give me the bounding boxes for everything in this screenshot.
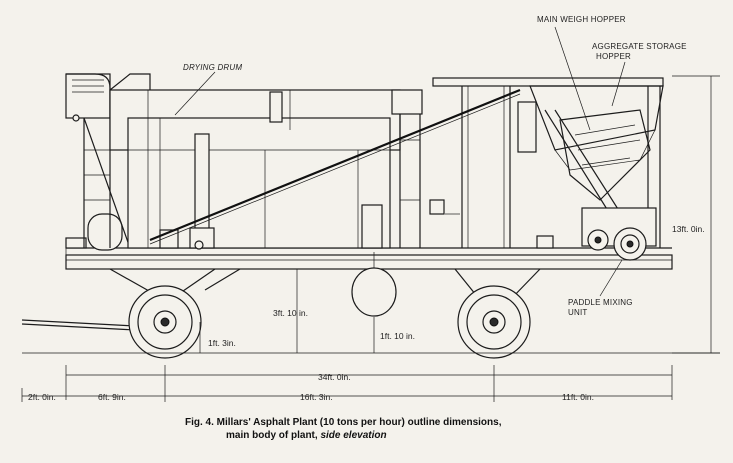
label-paddle-mixing-line1: PADDLE MIXING — [568, 298, 633, 307]
caption-line2: main body of plant, side elevation — [226, 430, 387, 441]
caption-line2-italic: side elevation — [320, 430, 386, 441]
label-main-weigh-hopper: MAIN WEIGH HOPPER — [537, 15, 626, 24]
label-paddle-mixing-line2: UNIT — [568, 308, 587, 317]
rear-wheel — [457, 285, 531, 359]
aggregate-storage-hopper — [517, 85, 664, 248]
dim-rear-section: 11ft. 0in. — [562, 392, 594, 402]
label-aggregate-storage-line2: HOPPER — [596, 52, 631, 61]
leader-lines — [174, 26, 626, 297]
dim-front-to-axle: 6ft. 9in. — [98, 392, 126, 402]
dim-height-overall: 13ft. 0in. — [672, 224, 705, 234]
label-drying-drum: DRYING DRUM — [183, 63, 242, 72]
dim-axle-clearance: 1ft. 10 in. — [380, 331, 415, 341]
elevator-section — [149, 77, 664, 249]
dim-overall-length: 34ft. 0in. — [318, 372, 351, 382]
caption-line1: Fig. 4. Millars' Asphalt Plant (10 tons … — [185, 417, 502, 428]
dimension-lines — [21, 75, 720, 402]
dim-front-overhang: 2ft. 0in. — [28, 392, 56, 402]
caption-line2-plain: main body of plant, — [226, 430, 320, 441]
dim-drum-clearance: 3ft. 10 in. — [273, 308, 308, 318]
label-aggregate-storage-line1: AGGREGATE STORAGE — [592, 42, 687, 51]
burner-fan-unit — [65, 73, 131, 251]
front-wheel — [128, 285, 202, 359]
water-tank — [351, 252, 397, 317]
dim-wheelbase: 16ft. 3in. — [300, 392, 333, 402]
dim-wheel-radius: 1ft. 3in. — [208, 338, 236, 348]
chassis-frame — [21, 247, 673, 331]
weigh-hopper-mixer — [544, 109, 657, 261]
drying-drum — [109, 73, 423, 250]
